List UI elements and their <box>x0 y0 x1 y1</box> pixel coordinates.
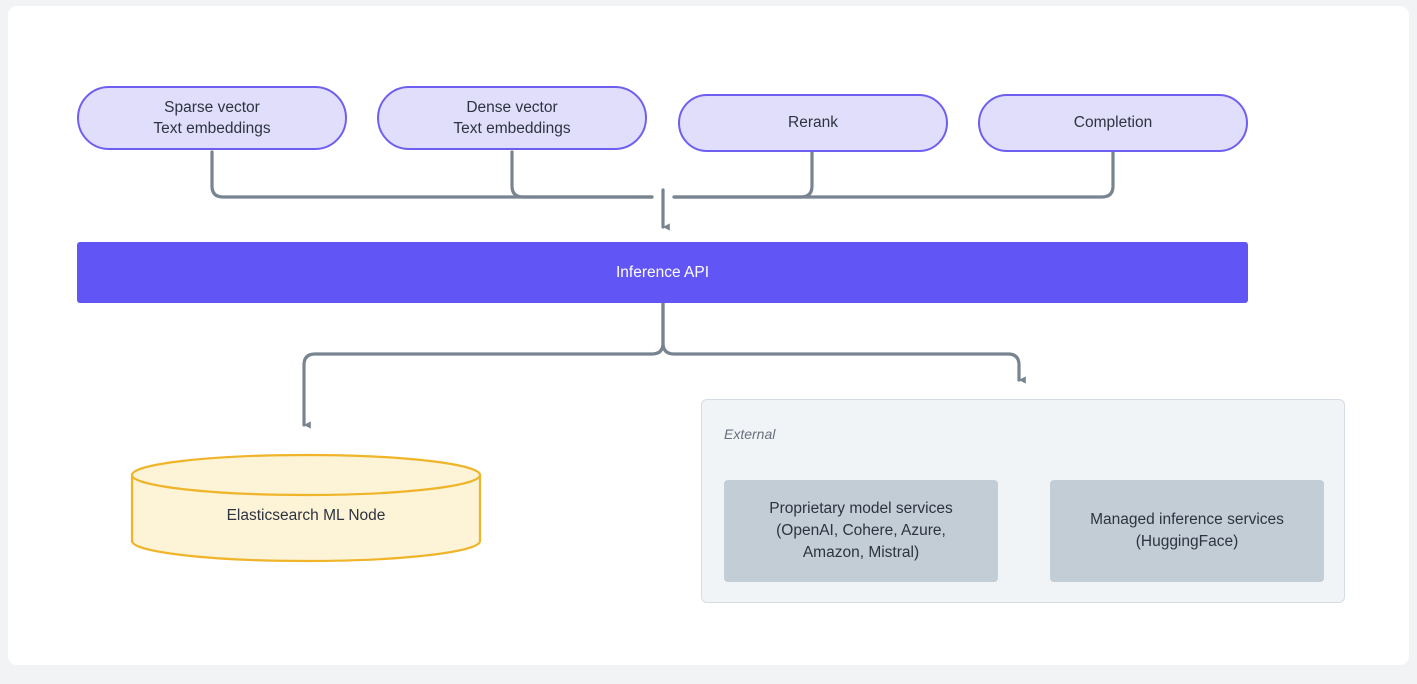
inference-api-bar[interactable]: Inference API <box>77 242 1248 303</box>
task-pill-line1: Dense vector <box>466 98 558 116</box>
task-pill-completion[interactable]: Completion <box>978 94 1248 152</box>
task-pill-line2: Text embeddings <box>453 120 571 137</box>
external-panel-label: External <box>724 426 776 442</box>
inference-api-label: Inference API <box>615 263 710 281</box>
elasticsearch-ml-node[interactable]: Elasticsearch ML Node <box>130 453 482 563</box>
service-card-line1: Managed inference services <box>1090 511 1284 528</box>
external-panel: External Proprietary model services (Ope… <box>701 399 1345 603</box>
service-card-line3: Amazon, Mistral) <box>802 544 920 561</box>
task-pill-line1: Sparse vector <box>164 98 260 116</box>
task-pill-sparse-vector[interactable]: Sparse vector Text embeddings <box>77 86 347 150</box>
cylinder-shape <box>130 453 482 563</box>
task-pill-dense-vector[interactable]: Dense vector Text embeddings <box>377 86 647 150</box>
service-card-managed-inference[interactable]: Managed inference services (HuggingFace) <box>1050 480 1324 582</box>
task-pill-line1: Completion <box>1073 114 1153 132</box>
task-pill-line1: Rerank <box>788 114 838 132</box>
service-card-proprietary-models[interactable]: Proprietary model services (OpenAI, Cohe… <box>724 480 998 582</box>
service-card-line2: (OpenAI, Cohere, Azure, <box>776 522 946 539</box>
task-pill-rerank[interactable]: Rerank <box>678 94 948 152</box>
ml-node-label: Elasticsearch ML Node <box>226 507 386 524</box>
task-pill-line2: Text embeddings <box>153 120 271 137</box>
service-card-line1: Proprietary model services <box>769 500 953 517</box>
service-card-line2: (HuggingFace) <box>1135 533 1239 550</box>
ml-node-label-wrap: Elasticsearch ML Node <box>130 453 482 563</box>
